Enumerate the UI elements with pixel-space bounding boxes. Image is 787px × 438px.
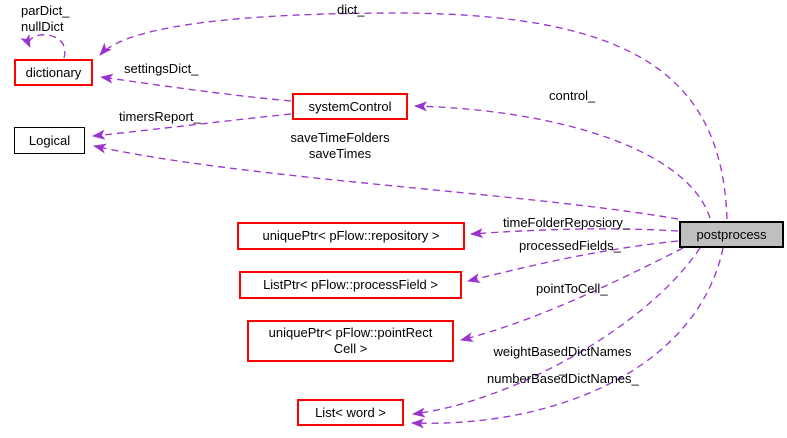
node-list-ptr-process-field[interactable]: ListPtr< pFlow::processField >: [239, 271, 462, 299]
edge-save-time-folders: [93, 143, 679, 220]
node-dictionary[interactable]: dictionary: [14, 59, 93, 86]
node-system-control[interactable]: systemControl: [292, 93, 408, 120]
edge-dict: [99, 12, 728, 220]
edge-label-pardict-nulldict: parDict_ nullDict: [21, 3, 70, 34]
edge-processed-fields: [467, 240, 679, 283]
edge-label-timers-report: timersReport_: [119, 109, 201, 124]
edge-label-number-based-dict-names: numberBasedDictNames_: [487, 371, 639, 386]
edge-label-processed-fields: processedFields_: [519, 238, 621, 253]
node-postprocess: postprocess: [679, 221, 784, 248]
edge-control: [414, 101, 711, 219]
edge-settings-dict: [100, 73, 292, 102]
edge-label-control: control_: [549, 88, 596, 103]
node-logical: Logical: [14, 127, 85, 154]
node-unique-ptr-repository[interactable]: uniquePtr< pFlow::repository >: [237, 222, 465, 250]
edge-time-folder-repository: [470, 228, 679, 239]
node-list-word[interactable]: List< word >: [297, 399, 404, 426]
edge-timers-report: [92, 113, 292, 140]
edge-label-weight-based-dict-names: weightBasedDictNames _: [493, 344, 632, 376]
edge-number-based-dict-names: [411, 247, 724, 429]
edge-point-to-cell: [460, 247, 684, 342]
edge-label-dict: dict_: [337, 2, 365, 17]
edge-weight-based-dict-names: [412, 247, 701, 418]
node-unique-ptr-point-rect-cell[interactable]: uniquePtr< pFlow::pointRect Cell >: [247, 320, 454, 362]
edge-label-point-to-cell: pointToCell_: [536, 281, 608, 296]
edge-label-time-folder-repository: timeFolderReposiory_: [503, 215, 631, 230]
edge-label-save-time-folders: saveTimeFolders saveTimes: [290, 130, 390, 161]
edge-label-settings-dict: settingsDict_: [124, 61, 199, 76]
edge-self-loop-pardict: [20, 34, 66, 59]
